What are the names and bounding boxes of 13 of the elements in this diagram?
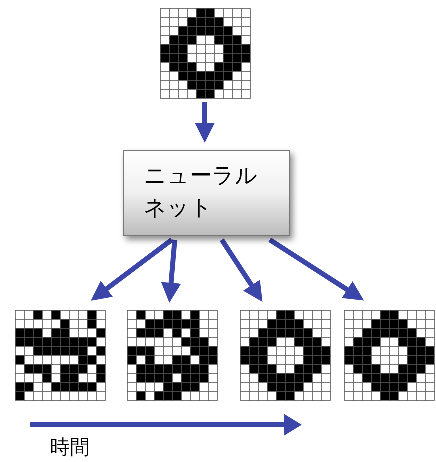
pixel-grid-picture — [127, 310, 219, 402]
arrow — [161, 240, 182, 303]
process-box — [123, 150, 290, 236]
pixel-grid-picture — [15, 310, 107, 402]
arrow — [195, 102, 215, 143]
arrow — [268, 238, 364, 301]
pixel-grid-picture — [240, 310, 332, 402]
axis-label: 時間 — [50, 434, 90, 461]
pixel-grid-picture — [160, 8, 252, 100]
arrow — [91, 238, 174, 301]
box-label: ニューラルネット — [144, 163, 259, 223]
pixel-grid-picture — [344, 310, 436, 402]
arrow — [220, 238, 263, 302]
